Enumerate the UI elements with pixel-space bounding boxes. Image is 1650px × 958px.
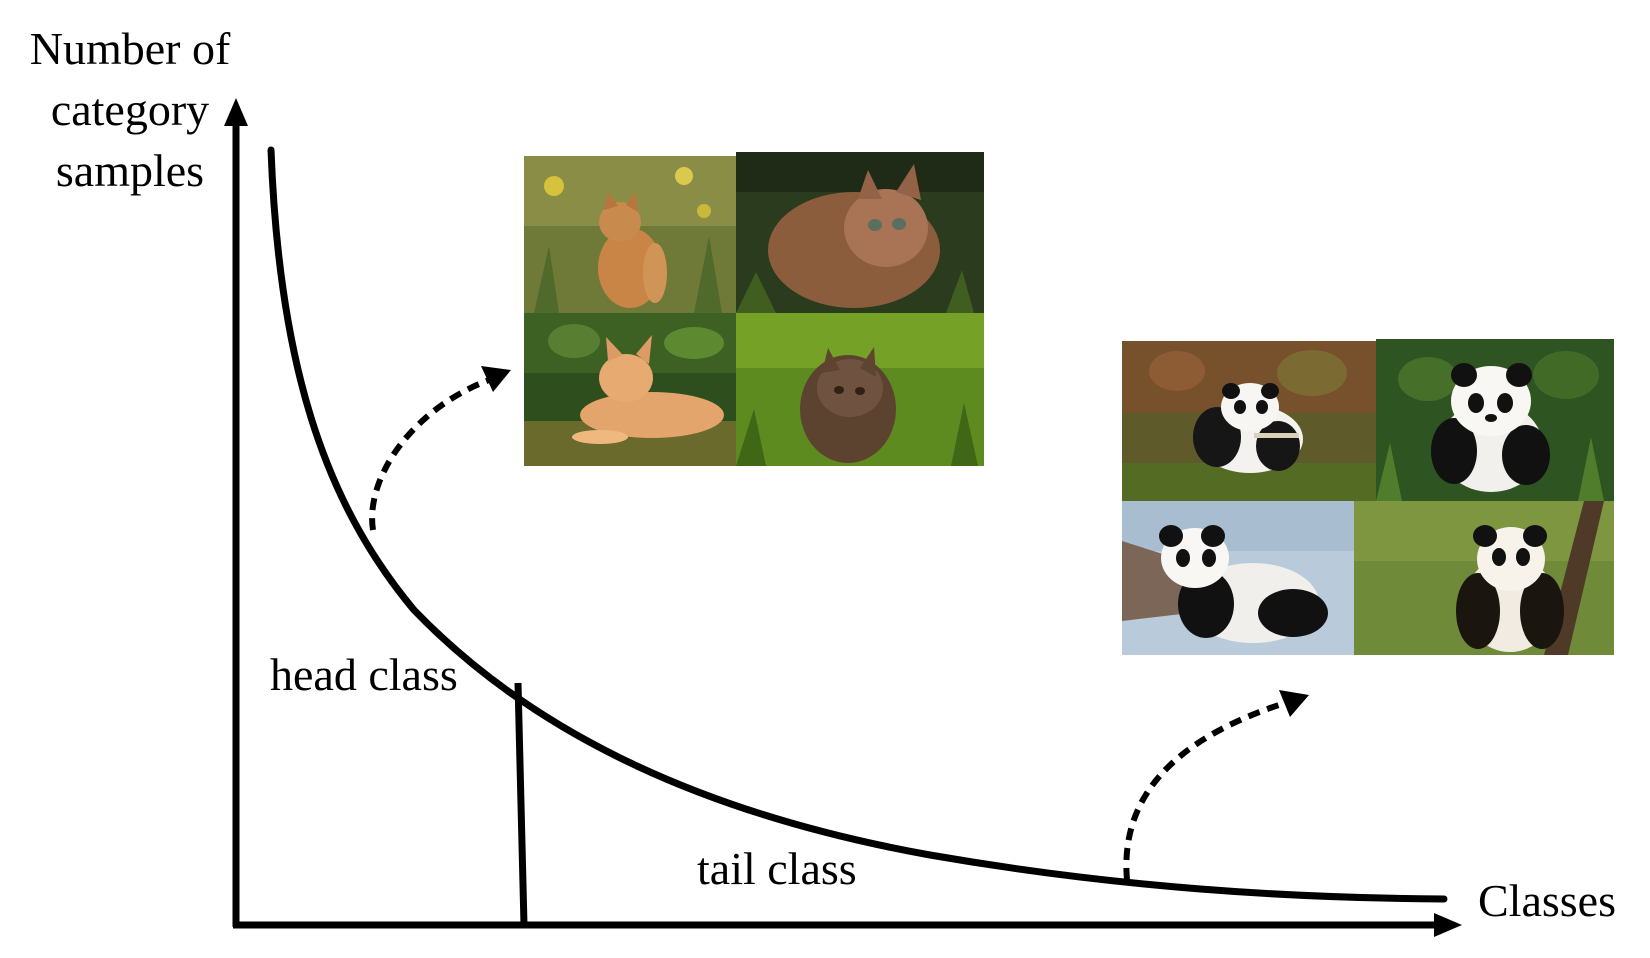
head-class-image-grid bbox=[524, 152, 984, 466]
cat-photo-1 bbox=[524, 156, 736, 313]
y-axis-label-line-1: Number of bbox=[14, 18, 246, 79]
panda-photo-1 bbox=[1122, 341, 1376, 501]
y-axis-label: Number of category samples bbox=[14, 18, 246, 201]
x-axis-arrowhead bbox=[1434, 913, 1462, 937]
tail-class-label: tail class bbox=[697, 846, 857, 892]
panda-photo-4 bbox=[1354, 501, 1614, 655]
head-samples-pointer bbox=[372, 380, 489, 530]
kitten-photo-2 bbox=[736, 313, 984, 466]
kitten-photo-1 bbox=[736, 152, 984, 313]
head-class-label: head class bbox=[270, 652, 458, 698]
tail-class-image-grid bbox=[1122, 339, 1614, 655]
y-axis-label-line-2: category bbox=[14, 79, 246, 140]
panda-photo-2 bbox=[1376, 339, 1614, 501]
panda-photo-3 bbox=[1122, 501, 1354, 655]
tail-samples-pointer-arrowhead bbox=[1279, 690, 1309, 717]
x-axis-label: Classes bbox=[1478, 878, 1616, 924]
y-axis-label-line-3: samples bbox=[14, 140, 246, 201]
head-tail-divider bbox=[518, 683, 524, 925]
cat-photo-2 bbox=[524, 313, 736, 466]
tail-samples-pointer bbox=[1126, 703, 1285, 880]
